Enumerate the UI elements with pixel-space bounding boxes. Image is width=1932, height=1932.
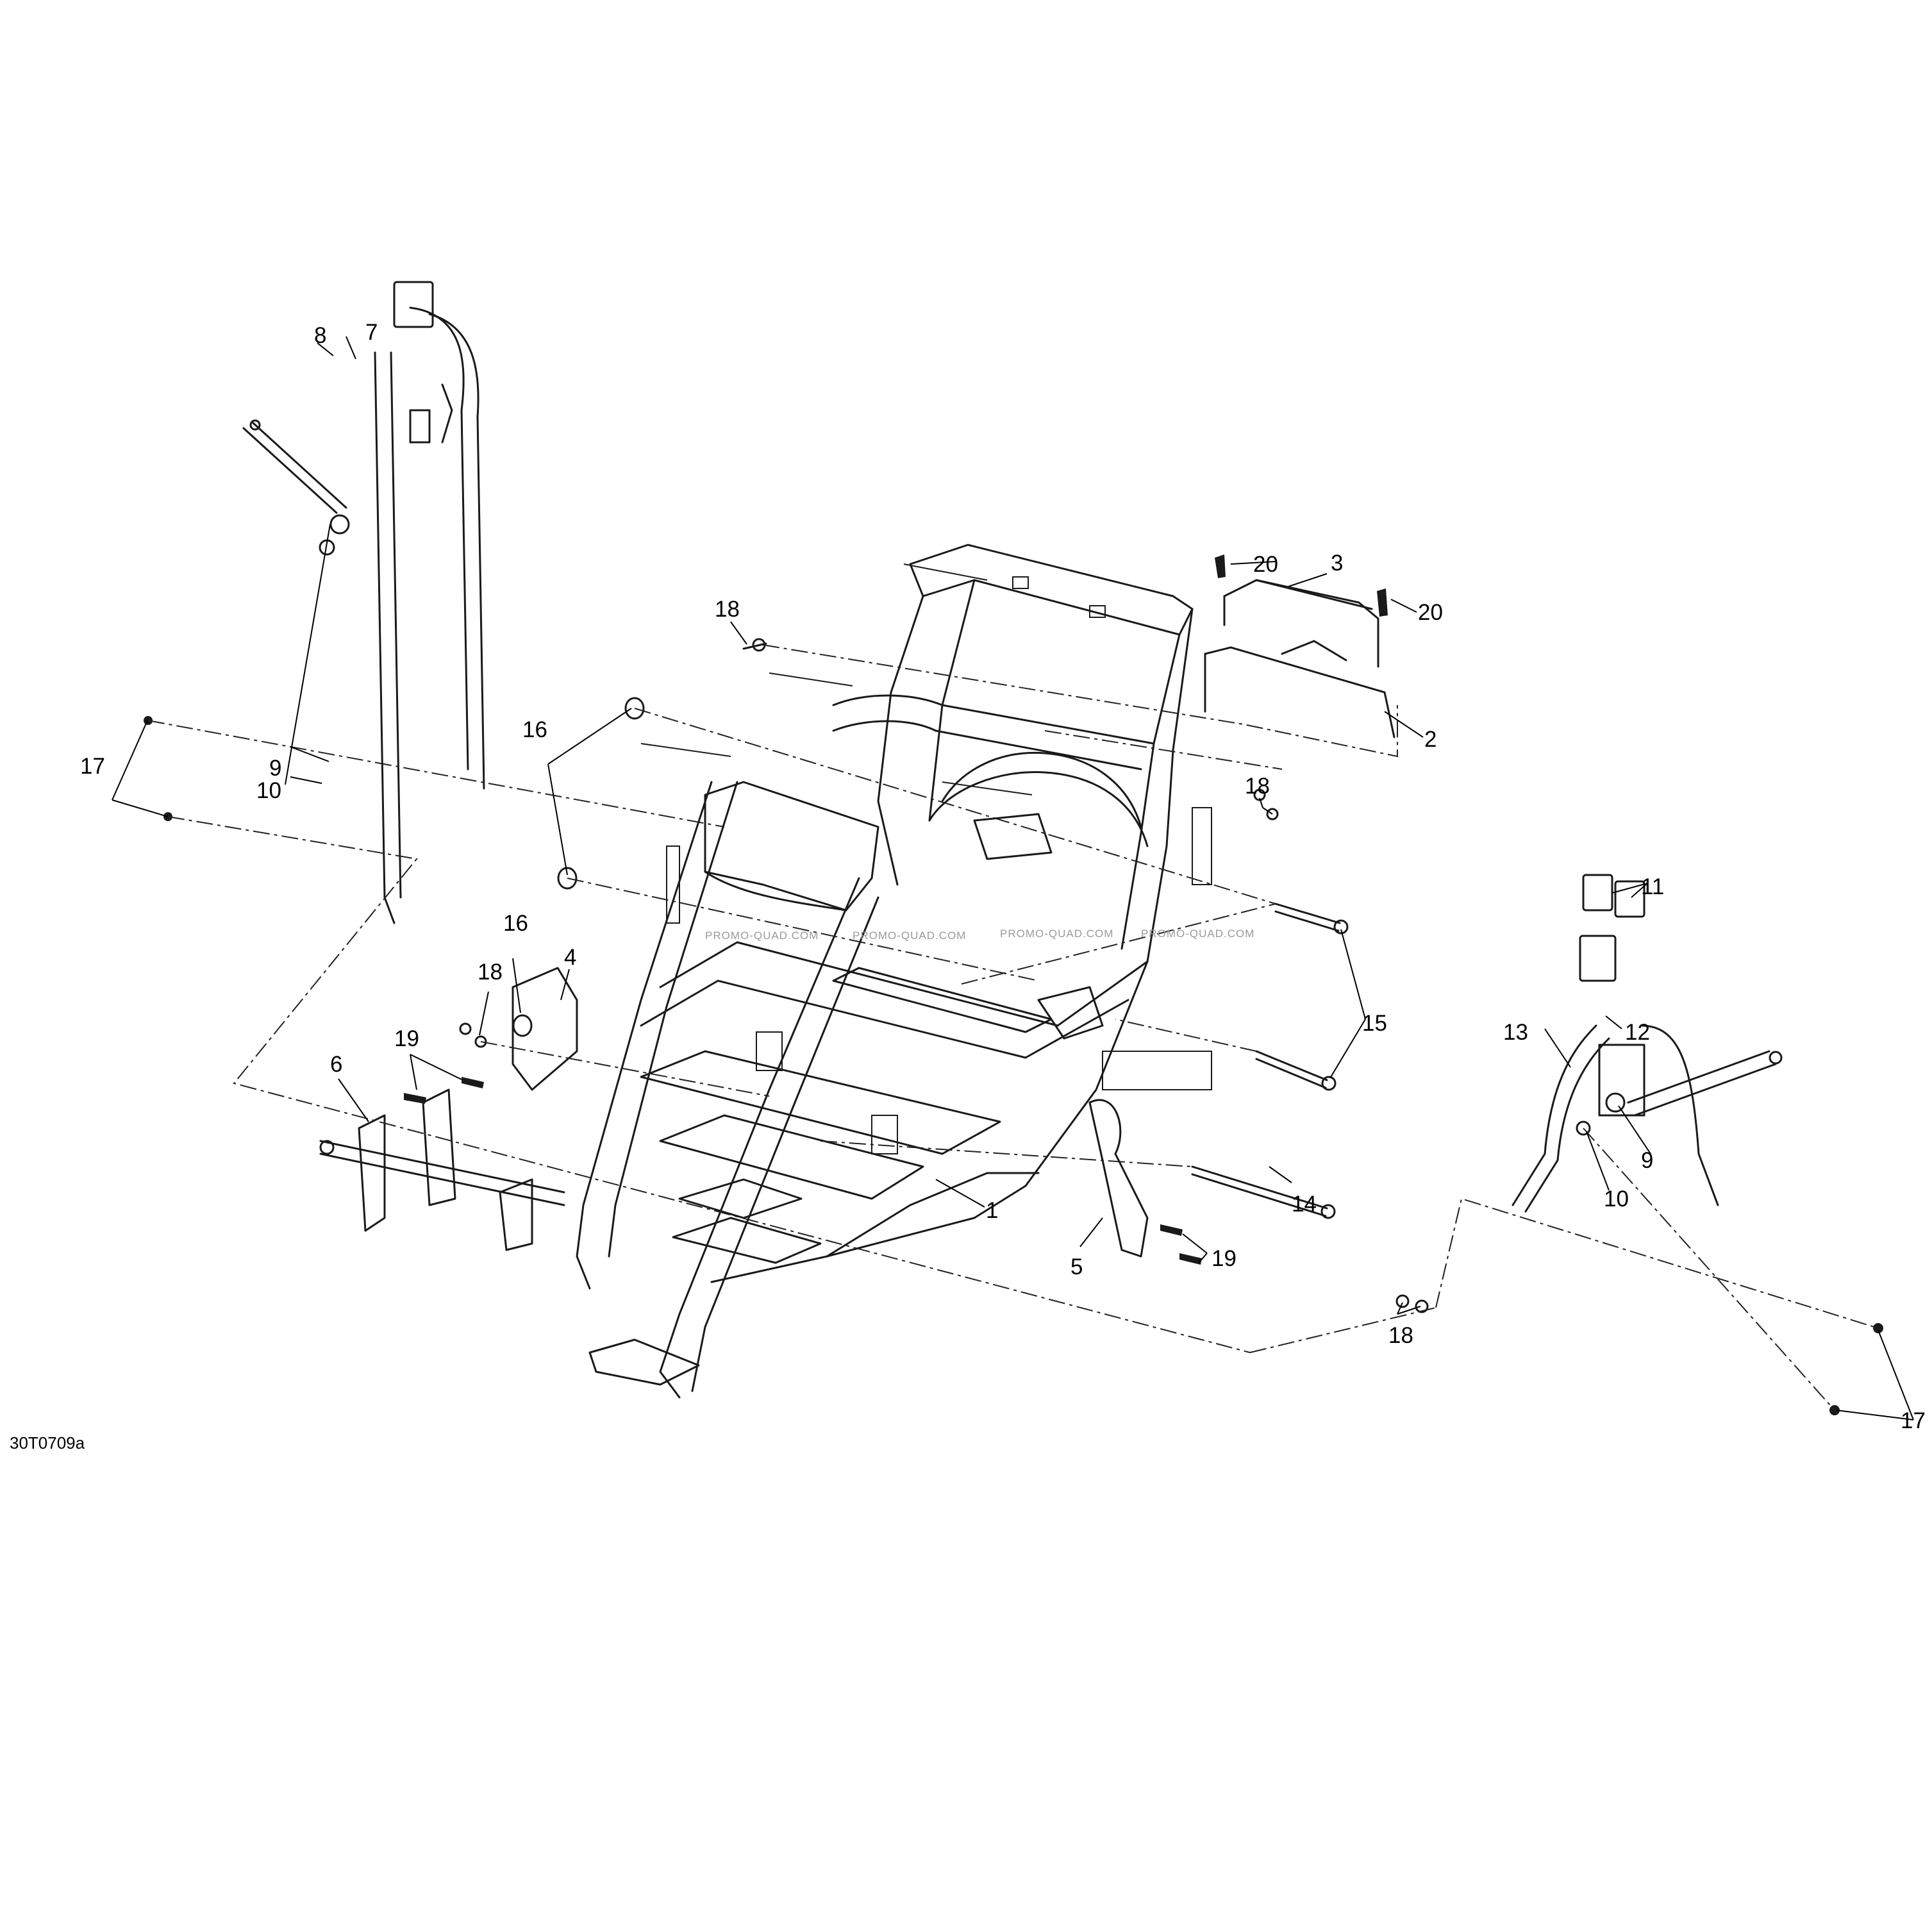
upper-bracket-3: [1223, 579, 1379, 668]
shaft-15-lower: [1255, 1050, 1337, 1091]
callout-18b: 18: [1245, 774, 1270, 799]
shaft-15-upper: [1274, 903, 1349, 935]
callout-8: 8: [314, 323, 326, 348]
callout-1: 1: [986, 1198, 998, 1223]
svg-text:PROMO-QUAD.COM: PROMO-QUAD.COM: [1141, 928, 1254, 940]
callout-16b: 16: [503, 911, 528, 936]
callout-18c: 18: [478, 960, 503, 985]
svg-text:PROMO-QUAD.COM: PROMO-QUAD.COM: [1000, 928, 1113, 940]
callout-2: 2: [1424, 727, 1437, 752]
callout-7: 7: [365, 320, 378, 345]
callout-16a: 16: [522, 717, 547, 742]
shaft-14: [1191, 1165, 1336, 1219]
callout-14: 14: [1292, 1192, 1317, 1217]
callout-9b: 9: [1641, 1148, 1653, 1173]
callout-20b: 20: [1418, 600, 1443, 625]
callout-13: 13: [1503, 1020, 1528, 1045]
callout-11: 11: [1641, 874, 1664, 899]
callout-9a: 9: [269, 756, 281, 781]
callout-10b: 10: [1604, 1187, 1629, 1212]
main-frame: [576, 544, 1212, 1399]
callout-12: 12: [1625, 1020, 1650, 1045]
bracket-4: [512, 967, 578, 1091]
svg-text:PROMO-QUAD.COM: PROMO-QUAD.COM: [853, 929, 966, 942]
drawing-code: 30T0709a: [10, 1433, 85, 1453]
callout-18a: 18: [715, 597, 740, 622]
callout-6: 6: [330, 1052, 342, 1077]
callout-3: 3: [1331, 551, 1343, 576]
svg-text:PROMO-QUAD.COM: PROMO-QUAD.COM: [705, 929, 819, 942]
watermark: PROMO-QUAD.COM PROMO-QUAD.COM PROMO-QUAD…: [705, 928, 1254, 942]
leader-lines: [112, 336, 1914, 1420]
callout-10a: 10: [256, 778, 281, 803]
callout-5: 5: [1070, 1254, 1083, 1279]
bracket-5: [1088, 1099, 1149, 1258]
callout-17a: 17: [80, 754, 105, 779]
callout-20a: 20: [1253, 552, 1278, 577]
callout-19a: 19: [394, 1026, 419, 1051]
callout-17b: 17: [1901, 1408, 1926, 1433]
fasteners: [144, 554, 1883, 1415]
bracket-6: [319, 1088, 565, 1251]
callout-4: 4: [564, 945, 576, 970]
callout-19b: 19: [1212, 1246, 1237, 1271]
left-seatbelt-assembly: [242, 281, 485, 924]
callout-labels: 1 2 3 4 5 6 7 8 9 9 10 10 11 12 13 14 15…: [80, 320, 1926, 1433]
installation-lines: [147, 644, 1879, 1411]
callout-15: 15: [1362, 1011, 1387, 1036]
callout-18d: 18: [1388, 1323, 1413, 1348]
